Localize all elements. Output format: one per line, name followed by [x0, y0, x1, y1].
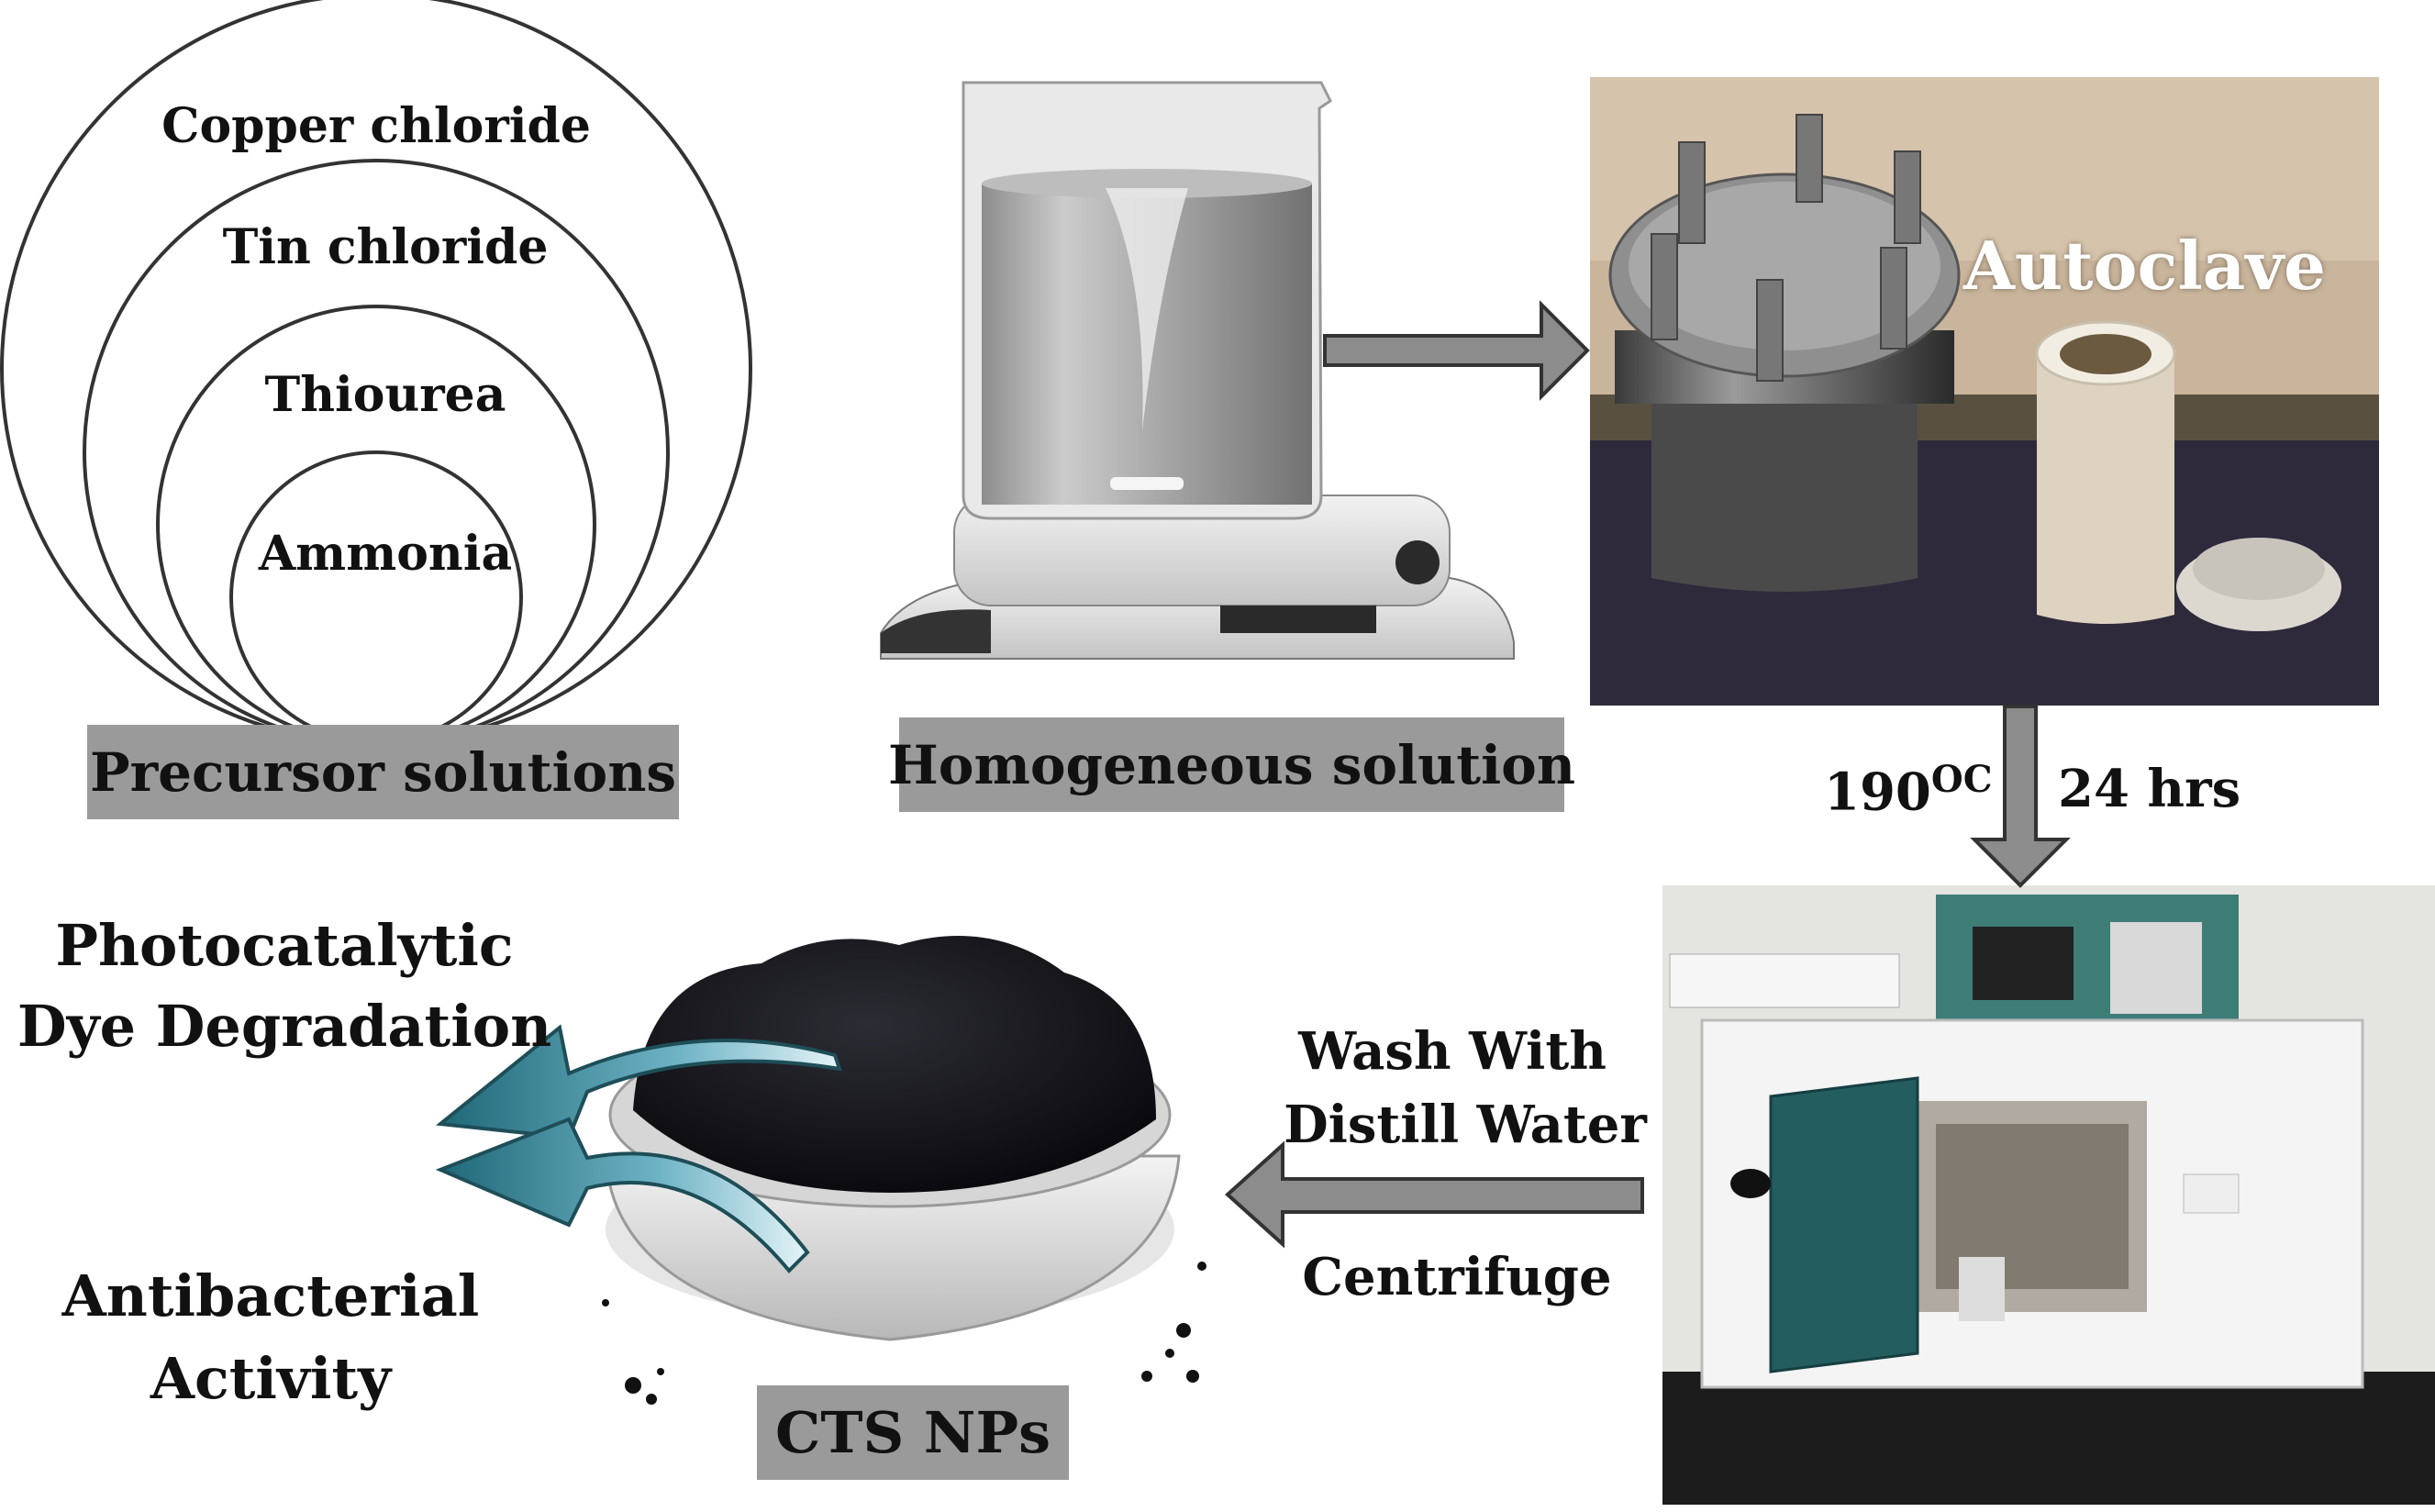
arrow-furnace-to-product — [1225, 1140, 1644, 1249]
photocatalytic-line2: Dye Degradation — [17, 993, 552, 1060]
magnetic-stirrer-image — [880, 81, 1515, 660]
temperature-label: 190OC — [1824, 762, 1993, 818]
label-thiourea: Thiourea — [264, 367, 506, 423]
arrow-autoclave-to-furnace — [1970, 705, 2071, 888]
wash-line1: Wash With — [1298, 1021, 1607, 1082]
circle-ammonia — [229, 450, 523, 744]
homogeneous-solution-label: Homogeneous solution — [888, 717, 1575, 812]
cts-nps-label: CTS NPs — [757, 1385, 1069, 1480]
arrow-antibacterial — [435, 1117, 810, 1273]
label-copper-chloride: Copper chloride — [161, 98, 591, 154]
duration-label: 24 hrs — [2058, 759, 2241, 819]
arrow-stirrer-to-autoclave — [1323, 300, 1590, 401]
precursor-solutions-label: Precursor solutions — [87, 725, 679, 819]
antibacterial-line2: Activity — [150, 1345, 392, 1412]
muffle-furnace-photo — [1662, 885, 2435, 1505]
label-tin-chloride: Tin chloride — [222, 219, 549, 275]
centrifuge-label: Centrifuge — [1302, 1247, 1612, 1307]
label-ammonia: Ammonia — [258, 526, 513, 582]
temperature-unit-superscript: OC — [1930, 758, 1993, 801]
arrow-photocatalytic — [435, 1024, 842, 1140]
autoclave-label: Autoclave — [1963, 227, 2326, 305]
temperature-value: 190 — [1824, 762, 1931, 823]
autoclave-photo — [1590, 77, 2379, 706]
cts-powder-bowl — [602, 936, 1206, 1405]
antibacterial-line1: Antibacterial — [61, 1262, 480, 1329]
wash-line2: Distill Water — [1284, 1095, 1647, 1155]
photocatalytic-line1: Photocatalytic — [55, 912, 514, 979]
